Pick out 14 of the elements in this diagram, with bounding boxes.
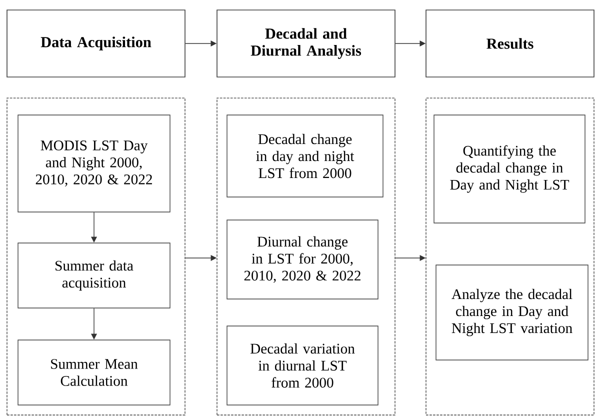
process-box: Decadal change in day and night LST from 2000 <box>226 114 384 198</box>
process-box: Quantifying the decadal change in Day and Night LST <box>434 114 586 224</box>
process-box: Decadal variation in diurnal LST from 2000 <box>226 326 378 406</box>
stage-box: Results <box>426 10 594 78</box>
process-box: Diurnal change in LST for 2000, 2010, 2020 & 2022 <box>226 220 378 300</box>
stage-box: Data Acquisition <box>6 10 186 78</box>
stage-box: Decadal and Diurnal Analysis <box>216 10 396 78</box>
process-box: Summer data acquisition <box>18 242 170 308</box>
dashed-panel <box>426 98 594 416</box>
process-box: Summer Mean Calculation <box>18 340 170 406</box>
process-box: Analyze the decadal change in Day and Night LST variation <box>436 264 588 360</box>
dashed-panel <box>6 98 186 416</box>
dashed-panel <box>216 98 396 416</box>
process-box: MODIS LST Day and Night 2000, 2010, 2020 & 2022 <box>18 114 170 212</box>
